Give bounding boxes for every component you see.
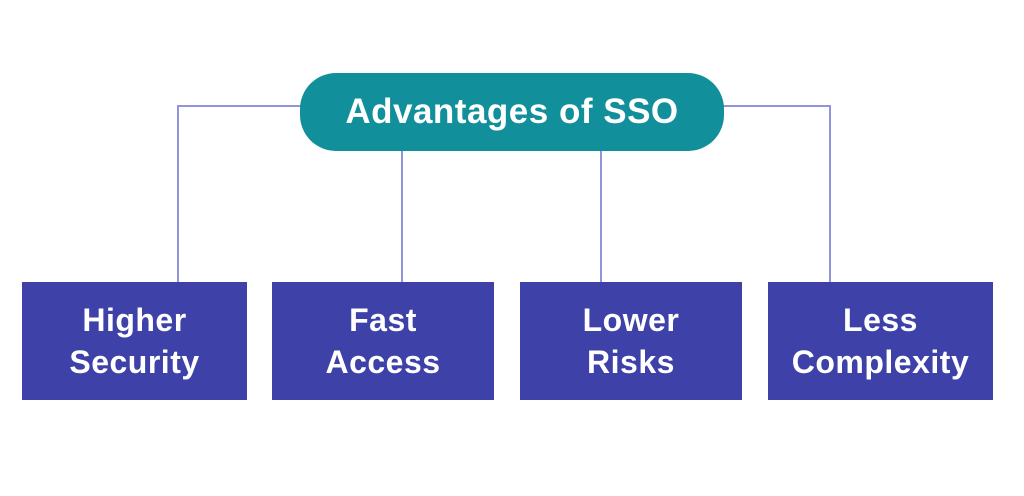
node-lower-risks: Lower Risks xyxy=(520,282,742,400)
connector-vertical-lower-risks xyxy=(600,150,602,283)
connector-vertical-higher-security xyxy=(177,105,179,283)
node-label: Lower Risks xyxy=(582,301,680,380)
node-label: Higher Security xyxy=(69,301,200,380)
node-less-complexity: Less Complexity xyxy=(768,282,993,400)
node-fast-access: Fast Access xyxy=(272,282,494,400)
node-label: Fast Access xyxy=(325,301,441,380)
connector-vertical-fast-access xyxy=(401,150,403,283)
root-node-advantages-of-sso: Advantages of SSO xyxy=(300,73,724,151)
connector-right-horizontal xyxy=(722,105,831,107)
diagram-title: Advantages of SSO xyxy=(345,92,679,131)
node-label: Less Complexity xyxy=(791,301,970,380)
connector-left-horizontal xyxy=(178,105,302,107)
connector-vertical-less-complexity xyxy=(829,105,831,283)
node-higher-security: Higher Security xyxy=(22,282,247,400)
